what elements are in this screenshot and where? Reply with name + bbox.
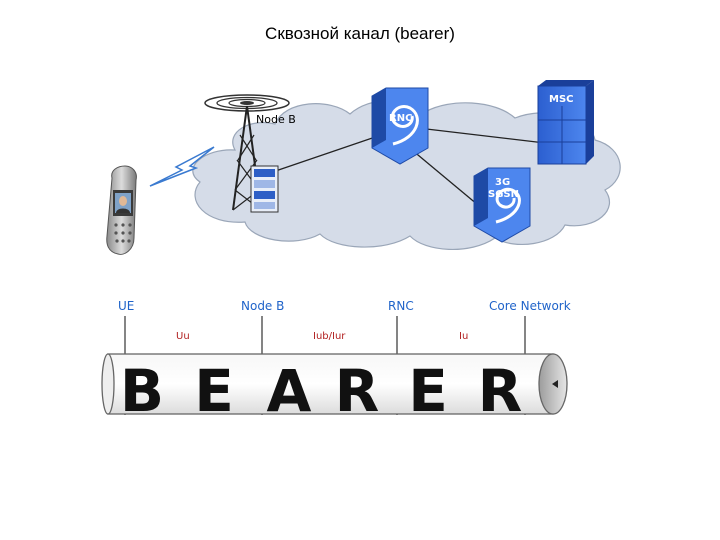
interface-label: Uu	[176, 331, 190, 342]
interface-labels: Uu Iub/Iur Iu	[176, 331, 468, 342]
bearer-node-label: Node B	[241, 299, 284, 313]
page-title: Сквозной канал (bearer)	[265, 24, 455, 43]
interface-label: Iu	[459, 331, 468, 342]
link-rnc-msc	[417, 127, 546, 144]
node-b-cabinet-icon	[250, 165, 279, 213]
radio-link-icon	[149, 146, 215, 187]
bearer-letter: E	[408, 357, 448, 425]
mobile-phone-icon	[106, 165, 137, 255]
bearer-node-label: Core Network	[489, 299, 571, 313]
msc-icon-label: MSC	[549, 94, 574, 105]
bearer-node-label: RNC	[388, 299, 414, 313]
bearer-letter: R	[335, 357, 380, 425]
msc-icon	[537, 80, 594, 165]
bearer-word: B E A R E R	[120, 357, 522, 425]
interface-label: Iub/Iur	[313, 331, 346, 342]
bearer-letter: A	[267, 357, 312, 425]
bearer-node-label: UE	[118, 299, 134, 313]
bearer-letter: R	[478, 357, 523, 425]
rnc-icon	[371, 87, 429, 165]
bearer-pipe	[101, 353, 568, 415]
bearer-letter: E	[194, 357, 234, 425]
sgsn-icon-label-line1: 3G	[495, 177, 510, 188]
pipe-arrow-icon	[552, 380, 558, 388]
sgsn-icon-label-line2: SGSN	[488, 189, 519, 200]
bearer-node-labels: UE Node B RNC Core Network	[118, 299, 571, 313]
bearer-letter: B	[120, 357, 164, 425]
rnc-icon-label: RNC	[389, 113, 412, 124]
node-b-label: Node B	[256, 113, 296, 126]
sgsn-icon	[473, 167, 531, 243]
